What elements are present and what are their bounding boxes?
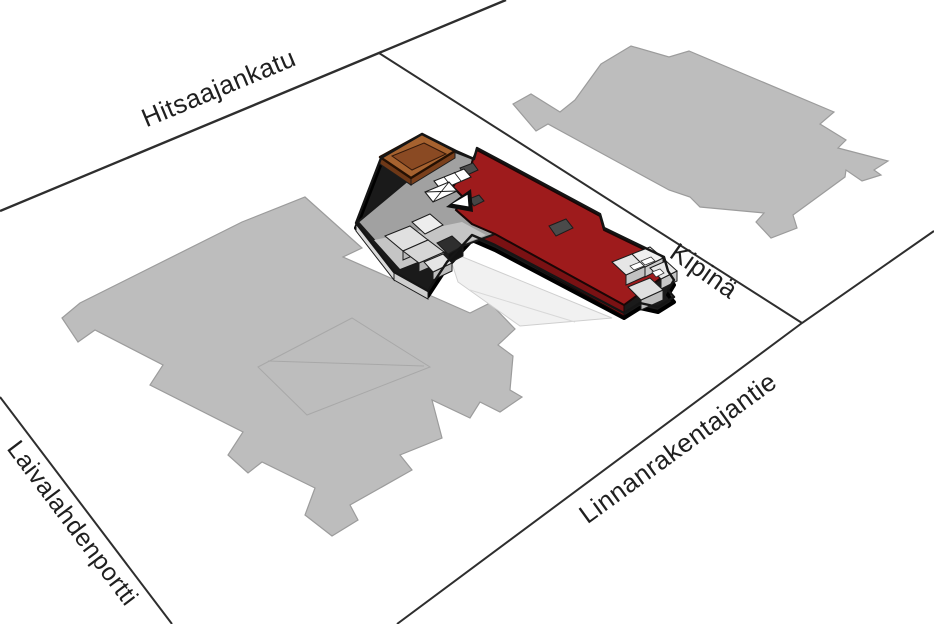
elevator-cross xyxy=(424,181,458,203)
entrance-arrow-icon xyxy=(449,193,470,208)
courtyard-wedge-line xyxy=(469,289,576,323)
tip-roof-blocks xyxy=(611,246,678,311)
building-footprint-southwest xyxy=(61,196,524,537)
footprint-courtyard-outline xyxy=(257,317,432,416)
street-line-laivalahdenportti xyxy=(0,396,173,624)
building-outline xyxy=(354,132,676,315)
circulation-core xyxy=(424,168,473,212)
street-label-linnanrakentajantie: Linnanrakentajantie xyxy=(573,366,782,529)
roof-block xyxy=(423,253,453,273)
highlighted-building[interactable] xyxy=(354,132,678,320)
building-footprint-northeast xyxy=(512,45,890,239)
roof-block xyxy=(411,213,444,235)
wing-roof-blocks xyxy=(384,213,464,281)
courtyard-area xyxy=(447,250,613,327)
skylight xyxy=(640,256,656,266)
street-line-linnanrakentajantie xyxy=(396,230,934,624)
roof-block xyxy=(402,239,445,264)
footprint-courtyard-diagonal xyxy=(267,360,425,367)
terrace-floor xyxy=(390,142,448,171)
courtyard-wedge xyxy=(447,250,613,327)
street-line-kipina xyxy=(378,52,803,324)
roof-vent-icon xyxy=(468,194,485,207)
roof-vent-icon xyxy=(548,218,574,237)
skylight xyxy=(629,261,645,271)
street-line-hitsaajankatu xyxy=(0,0,507,213)
skylight xyxy=(651,268,665,278)
roof-block xyxy=(627,277,664,301)
footprint-southwest-outline xyxy=(61,196,524,537)
street-label-laivalahdenportti: Laivalahdenportti xyxy=(1,435,143,611)
